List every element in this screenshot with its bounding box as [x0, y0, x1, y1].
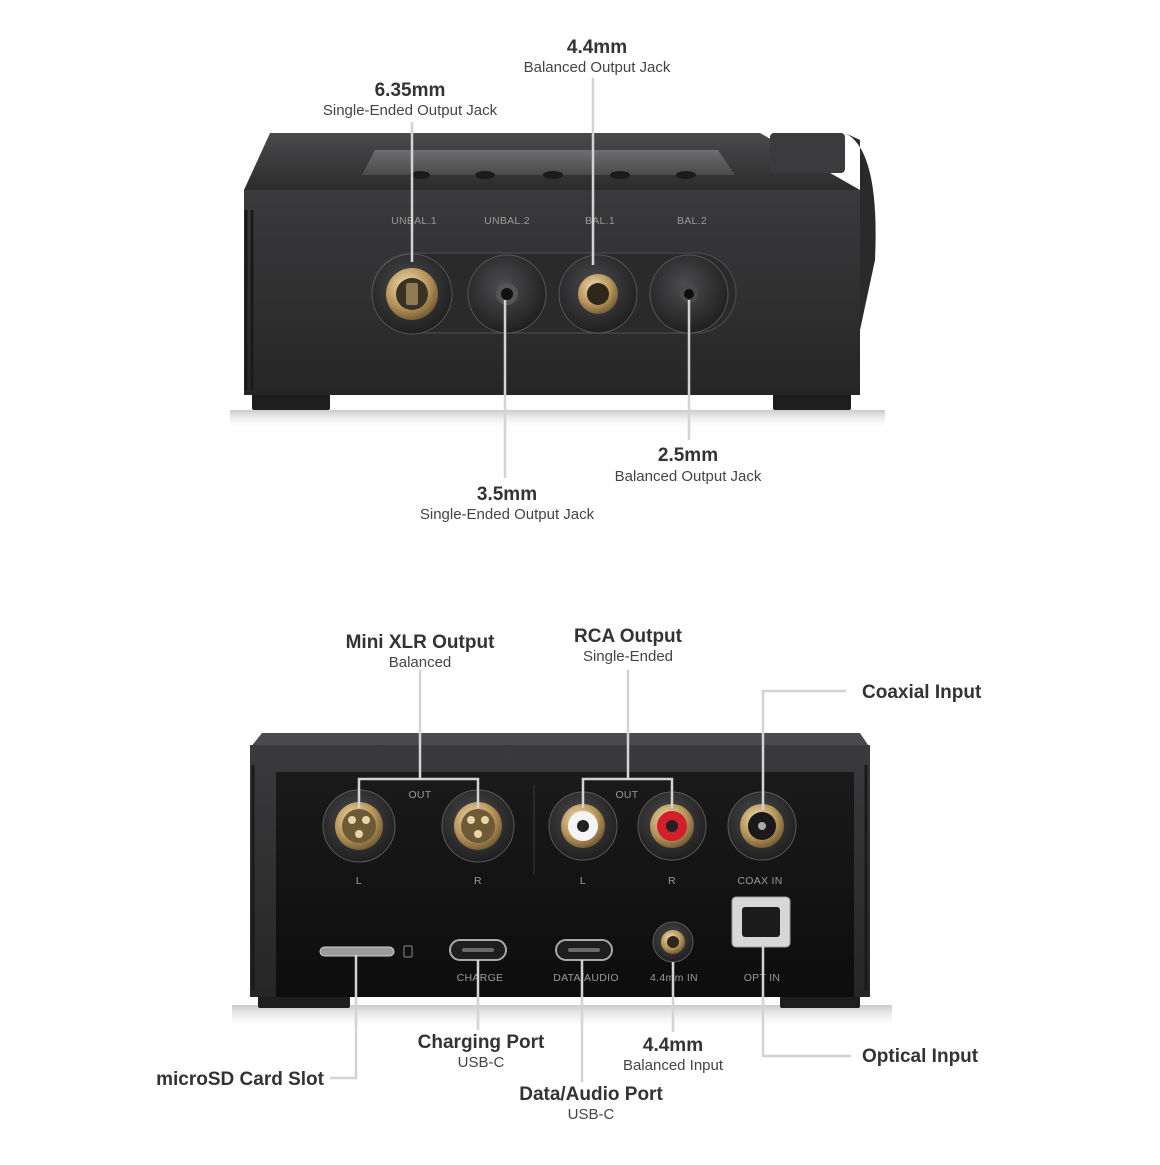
label-charging-subtitle: USB-C: [458, 1054, 505, 1071]
microsd-slot: [319, 946, 395, 957]
leader-optical: [761, 940, 851, 1058]
leader-microsd: [330, 955, 358, 1080]
front-display-window: [362, 150, 735, 175]
label-rca-subtitle: Single-Ended: [583, 648, 673, 665]
panel-text-coax-in: COAX IN: [737, 875, 782, 887]
microsd-icon: [403, 945, 413, 958]
in-44-socket: [652, 921, 694, 963]
mini-xlr-left: [322, 789, 396, 863]
coax-input-socket: [727, 791, 797, 861]
label-mini-xlr-title: Mini XLR Output: [346, 632, 495, 653]
label-optical-title: Optical Input: [862, 1046, 979, 1067]
rear-side-fins: [251, 765, 868, 990]
panel-text-data-audio: DATA/AUDIO: [553, 972, 619, 984]
volume-knob-top: [770, 133, 845, 173]
usbc-charge-tongue: [462, 948, 494, 952]
front-device: UNBAL.1 UNBAL.2 BAL.1 BAL.2: [230, 133, 885, 430]
leader-xlr-bracket: [357, 777, 480, 808]
jack-44-socket: [558, 254, 638, 334]
panel-text-out-rca: OUT: [615, 789, 638, 801]
jack-635-socket: [371, 253, 453, 335]
leader-coax: [761, 689, 846, 810]
front-foot-right: [773, 392, 851, 410]
label-635-subtitle: Single-Ended Output Jack: [323, 102, 498, 119]
jack-35-socket: [467, 254, 547, 334]
label-25-subtitle: Balanced Output Jack: [615, 468, 762, 485]
label-35-subtitle: Single-Ended Output Jack: [420, 506, 595, 523]
label-635-title: 6.35mm: [375, 80, 446, 101]
label-mini-xlr-subtitle: Balanced: [389, 654, 452, 671]
label-44-in-subtitle: Balanced Input: [623, 1057, 724, 1074]
front-shadow: [230, 410, 885, 430]
label-coax-title: Coaxial Input: [862, 682, 982, 703]
rear-device: OUT OUT L R: [232, 733, 892, 1029]
panel-text-bal2: BAL.2: [677, 215, 707, 227]
panel-text-xlr-r: R: [474, 875, 482, 887]
label-charging-title: Charging Port: [418, 1032, 545, 1053]
label-44-title: 4.4mm: [567, 37, 627, 58]
jack-25-socket: [649, 254, 729, 334]
panel-text-bal1: BAL.1: [585, 215, 615, 227]
panel-text-rca-r: R: [668, 875, 676, 887]
rca-right: [637, 791, 707, 861]
optical-socket-opening: [742, 907, 780, 937]
label-44-subtitle: Balanced Output Jack: [524, 59, 671, 76]
usbc-data-tongue: [568, 948, 600, 952]
label-35-title: 3.5mm: [477, 484, 537, 505]
label-rca-title: RCA Output: [574, 626, 683, 647]
rear-shadow: [232, 1005, 892, 1029]
mini-xlr-right: [441, 789, 515, 863]
panel-text-out-xlr: OUT: [408, 789, 431, 801]
panel-text-unbal2: UNBAL.2: [484, 215, 530, 227]
panel-text-charge: CHARGE: [457, 972, 504, 984]
rca-left: [548, 791, 618, 861]
panel-text-unbal1: UNBAL.1: [391, 215, 437, 227]
label-25-title: 2.5mm: [658, 445, 718, 466]
rear-top-edge: [250, 733, 870, 748]
panel-text-xlr-l: L: [356, 875, 362, 887]
volume-knob-side: [845, 133, 876, 330]
front-buttons: [410, 171, 696, 179]
label-microsd-title: microSD Card Slot: [156, 1069, 325, 1090]
front-foot-left: [252, 392, 330, 410]
label-44-in-title: 4.4mm: [643, 1035, 703, 1056]
label-data-audio-title: Data/Audio Port: [519, 1084, 663, 1105]
label-data-audio-subtitle: USB-C: [568, 1106, 615, 1123]
panel-text-rca-l: L: [580, 875, 586, 887]
front-side-fins: [244, 210, 254, 390]
